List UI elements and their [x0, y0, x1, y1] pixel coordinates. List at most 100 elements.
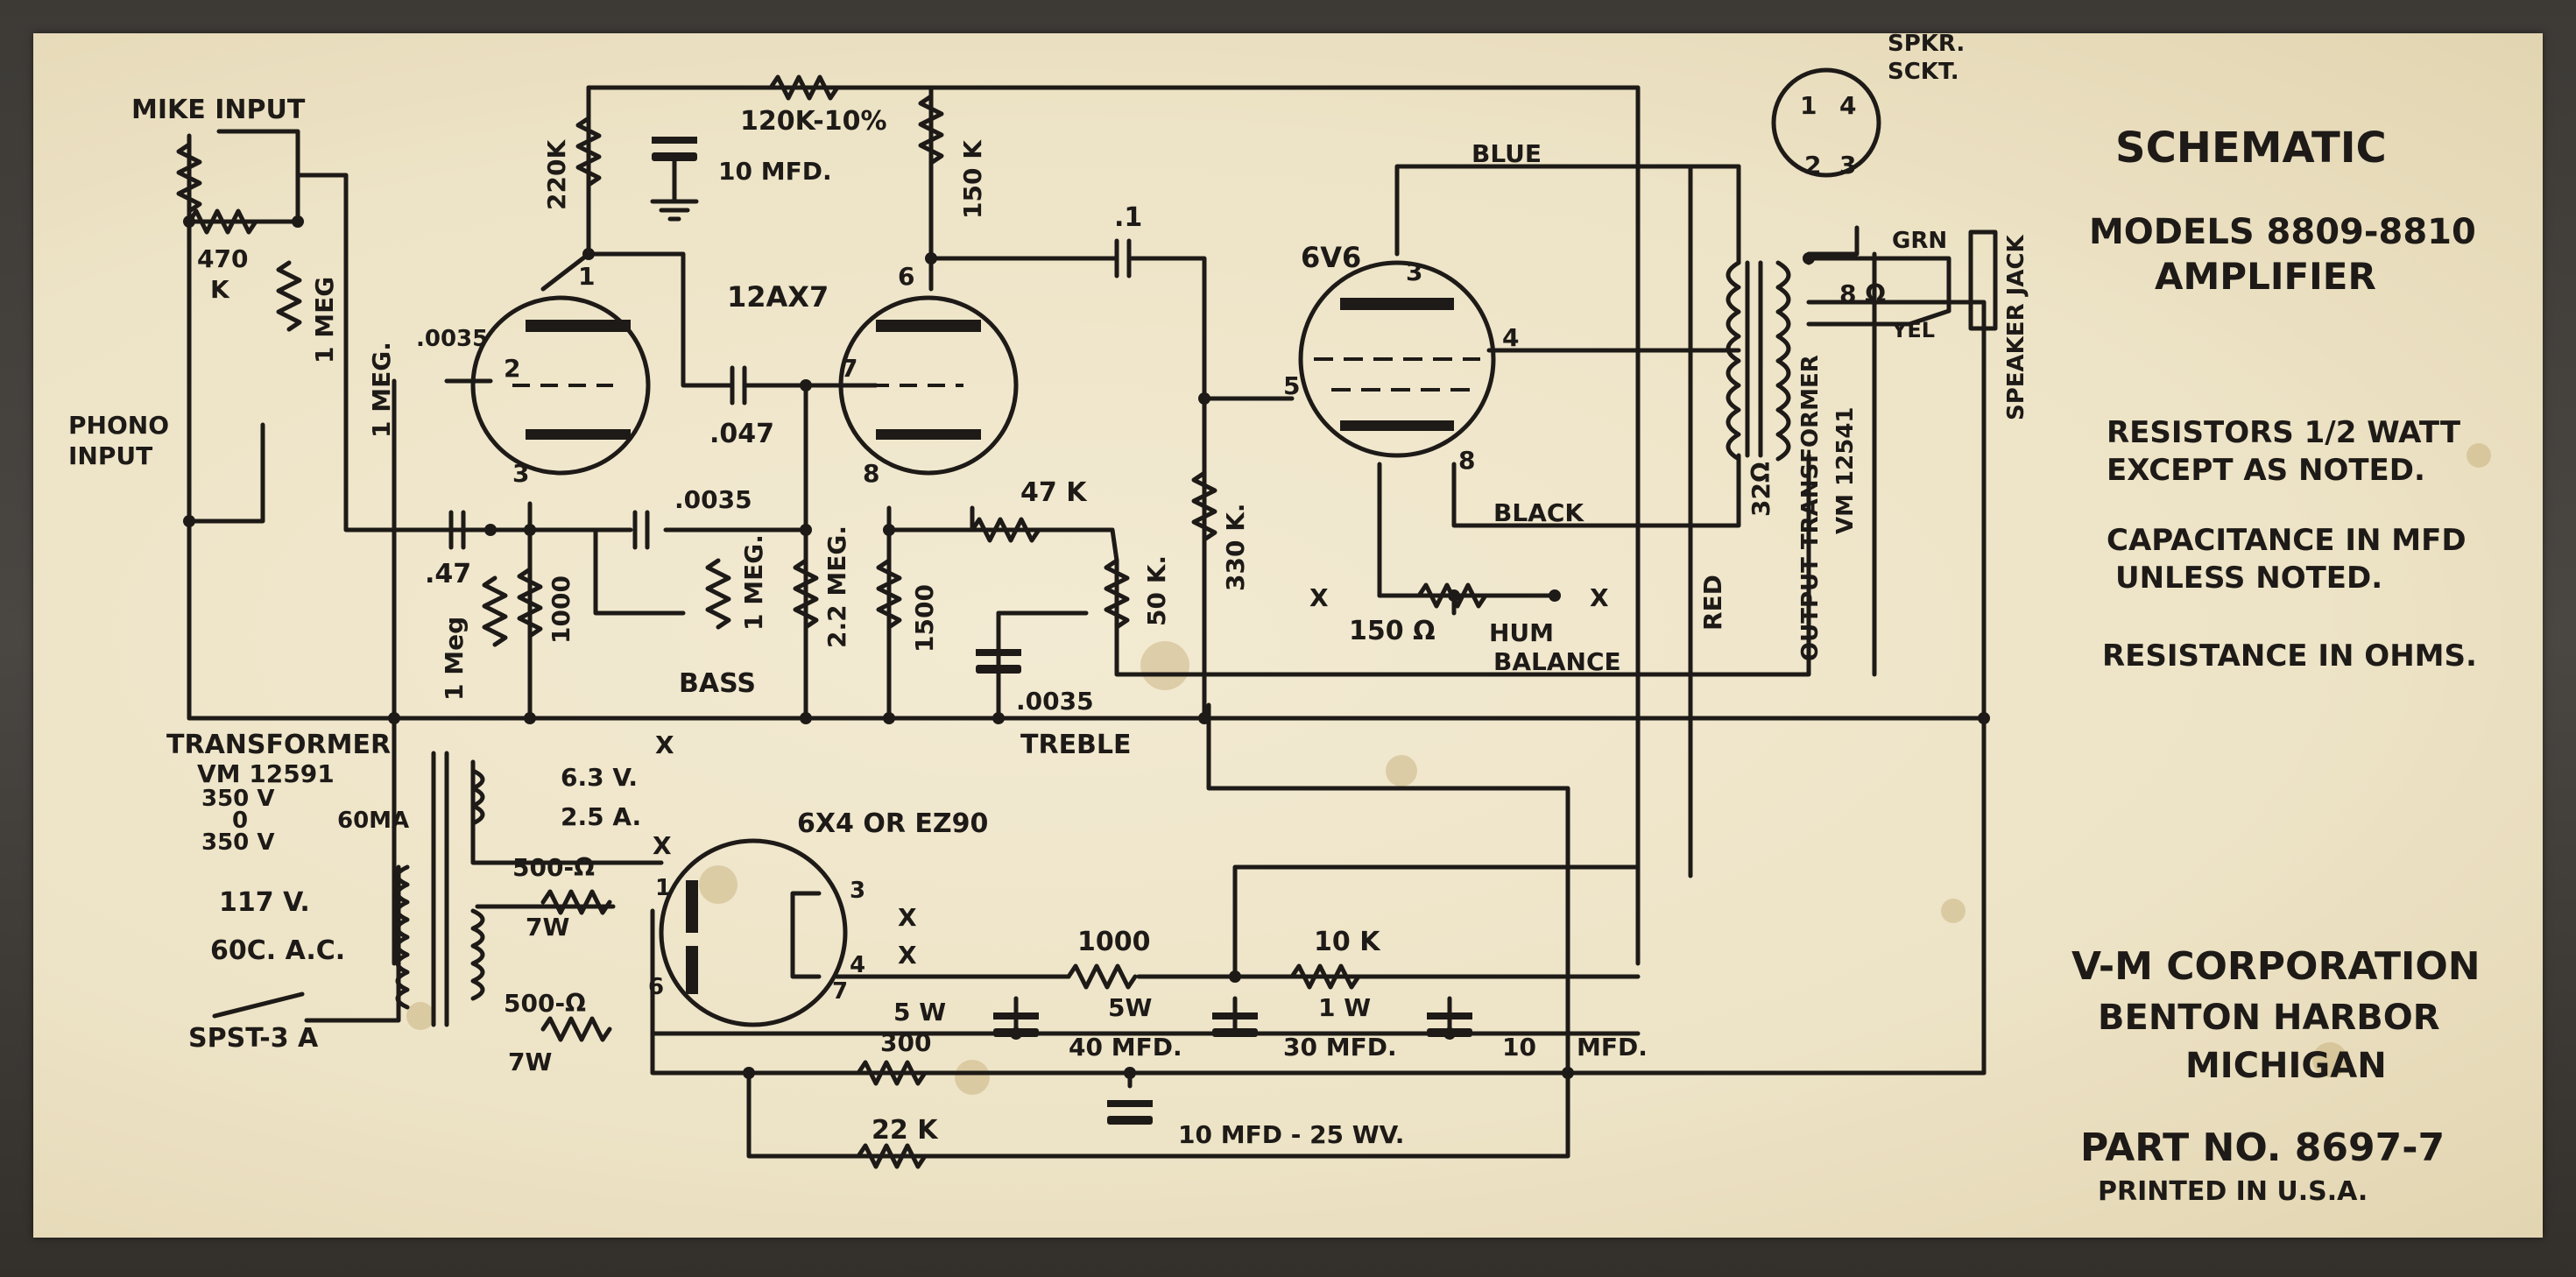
grn-wire-label: GRN	[1892, 228, 1947, 254]
c47-label: .47	[425, 559, 471, 589]
ohm32-label: 32Ω	[1747, 462, 1775, 517]
bass-label: BASS	[679, 668, 756, 699]
product-label: AMPLIFIER	[2155, 255, 2376, 298]
note-line-2: EXCEPT AS NOTED.	[2107, 453, 2425, 488]
line-frequency-label: 60C. A.C.	[210, 935, 345, 966]
schematic-paper	[33, 33, 2543, 1238]
title-block: SCHEMATIC MODELS 8809-8810 AMPLIFIER RES…	[2071, 123, 2481, 1207]
v3-pin-6: 6	[648, 974, 664, 1000]
c40-label: 40 MFD.	[1069, 1033, 1182, 1062]
r500b-label: 500-Ω	[504, 989, 586, 1018]
spkr-label-2: SCKT.	[1888, 59, 1959, 85]
company-city: BENTON HARBOR	[2098, 998, 2440, 1038]
note-line-1: RESISTORS 1/2 WATT	[2107, 415, 2461, 450]
c10-25-label: 10 MFD - 25 WV.	[1178, 1120, 1404, 1149]
power-transformer-label: TRANSFORMER	[166, 730, 391, 760]
v1b-pin-7: 7	[841, 354, 857, 383]
heater-voltage-label: 6.3 V.	[561, 763, 638, 792]
capacitor-symbols	[451, 137, 1472, 1125]
r2.2meg-label: 2.2 MEG.	[822, 526, 851, 648]
c1-label: .1	[1114, 202, 1142, 233]
heater-x-bottom: X	[653, 831, 672, 860]
r150k-label: 150 K	[958, 139, 987, 219]
v1a-pin-1: 1	[578, 262, 595, 291]
v2-pin-8: 8	[1458, 446, 1475, 475]
r300-label: 300	[880, 1028, 931, 1057]
blue-wire-label: BLUE	[1471, 139, 1542, 168]
paper-stains	[406, 443, 2491, 1095]
power-350b-label: 350 V	[201, 829, 274, 856]
r47k-label: 47 K	[1020, 477, 1088, 508]
power-ma-label: 60MA	[337, 808, 409, 834]
power-350a-label: 350 V	[201, 786, 274, 812]
v2-pin-4: 4	[1502, 323, 1519, 352]
socket-pin-1: 1	[1800, 91, 1817, 120]
phono-label-1: PHONO	[68, 411, 169, 440]
r5w-label: 5W	[1108, 993, 1152, 1022]
r1meg-volume-label: 1 MEG.	[367, 342, 396, 438]
c0035c-label: .0035	[1016, 687, 1094, 716]
schematic-heading: SCHEMATIC	[2115, 123, 2387, 173]
company-name: V-M CORPORATION	[2071, 944, 2481, 989]
tube-6x4-label: 6X4 OR EZ90	[797, 808, 988, 839]
r1meg-bass-label: 1 MEG.	[739, 534, 768, 631]
socket-pin-4: 4	[1839, 91, 1856, 120]
spkr-label-1: SPKR.	[1888, 31, 1965, 57]
models-label: MODELS 8809-8810	[2089, 212, 2476, 252]
line-voltage-label: 117 V.	[219, 887, 310, 918]
socket-pin-3: 3	[1839, 151, 1856, 180]
switch-label: SPST-3 A	[188, 1023, 319, 1054]
r5w-top-label: 5 W	[893, 998, 946, 1027]
hum-x-left: X	[1309, 583, 1329, 612]
c0035a-label: .0035	[416, 326, 488, 352]
v1b-pin-6: 6	[898, 262, 914, 291]
junction-dots	[183, 215, 1990, 1079]
r120k-label: 120K-10%	[740, 106, 887, 137]
r1000b-label: 1000	[1077, 927, 1151, 957]
v3-pin-3: 3	[850, 878, 865, 904]
phono-label-2: INPUT	[68, 441, 152, 470]
ohm8-label: 8 Ω	[1839, 279, 1886, 308]
c30-label: 30 MFD.	[1283, 1033, 1397, 1062]
v1a-pin-3: 3	[512, 459, 529, 488]
tube-12ax7-label: 12AX7	[727, 280, 829, 314]
heater-x-top: X	[655, 730, 674, 759]
rect-x-bottom: X	[898, 941, 917, 970]
hum-label: HUM	[1489, 618, 1554, 647]
power-vm-label: VM 12591	[197, 759, 335, 788]
note-line-3: CAPACITANCE IN MFD	[2107, 523, 2467, 558]
r7wb-label: 7W	[508, 1048, 552, 1076]
r1000-label: 1000	[547, 575, 575, 644]
output-transformer-label: OUTPUT TRANSFORMER	[1797, 355, 1824, 661]
r1500-label: 1500	[910, 584, 939, 653]
note-line-5: RESISTANCE IN OHMS.	[2102, 638, 2477, 674]
part-number: PART NO. 8697-7	[2080, 1125, 2445, 1170]
r150-label: 150 Ω	[1349, 616, 1436, 646]
company-state: MICHIGAN	[2185, 1046, 2387, 1086]
c10b-label: MFD.	[1577, 1033, 1648, 1062]
black-wire-label: BLACK	[1493, 498, 1584, 527]
r22k-label: 22 K	[872, 1115, 939, 1146]
r10k-label: 10 K	[1314, 927, 1381, 957]
v3-pin-7: 7	[832, 978, 848, 1005]
v2-pin-3: 3	[1406, 258, 1422, 286]
socket-pin-2: 2	[1804, 151, 1821, 180]
rect-x-top: X	[898, 903, 917, 932]
heater-current-label: 2.5 A.	[561, 802, 641, 831]
tube-6v6-label: 6V6	[1301, 241, 1361, 274]
transformer-symbols	[212, 67, 1998, 1027]
c047-label: .047	[709, 419, 774, 449]
r50k-label: 50 K.	[1142, 555, 1171, 626]
printed-label: PRINTED IN U.S.A.	[2098, 1176, 2368, 1207]
r470-label-a: 470	[197, 244, 248, 273]
r1meg-input-label: 1 MEG	[310, 277, 339, 363]
mike-input-label: MIKE INPUT	[131, 95, 306, 125]
r1w-label: 1 W	[1318, 993, 1371, 1022]
speaker-jack-label: SPEAKER JACK	[2003, 234, 2029, 420]
red-wire-label: RED	[1698, 575, 1727, 631]
v2-pin-5: 5	[1283, 371, 1300, 400]
c0035b-label: .0035	[674, 485, 752, 514]
r7wa-label: 7W	[526, 913, 569, 942]
r470-label-b: K	[210, 275, 230, 304]
